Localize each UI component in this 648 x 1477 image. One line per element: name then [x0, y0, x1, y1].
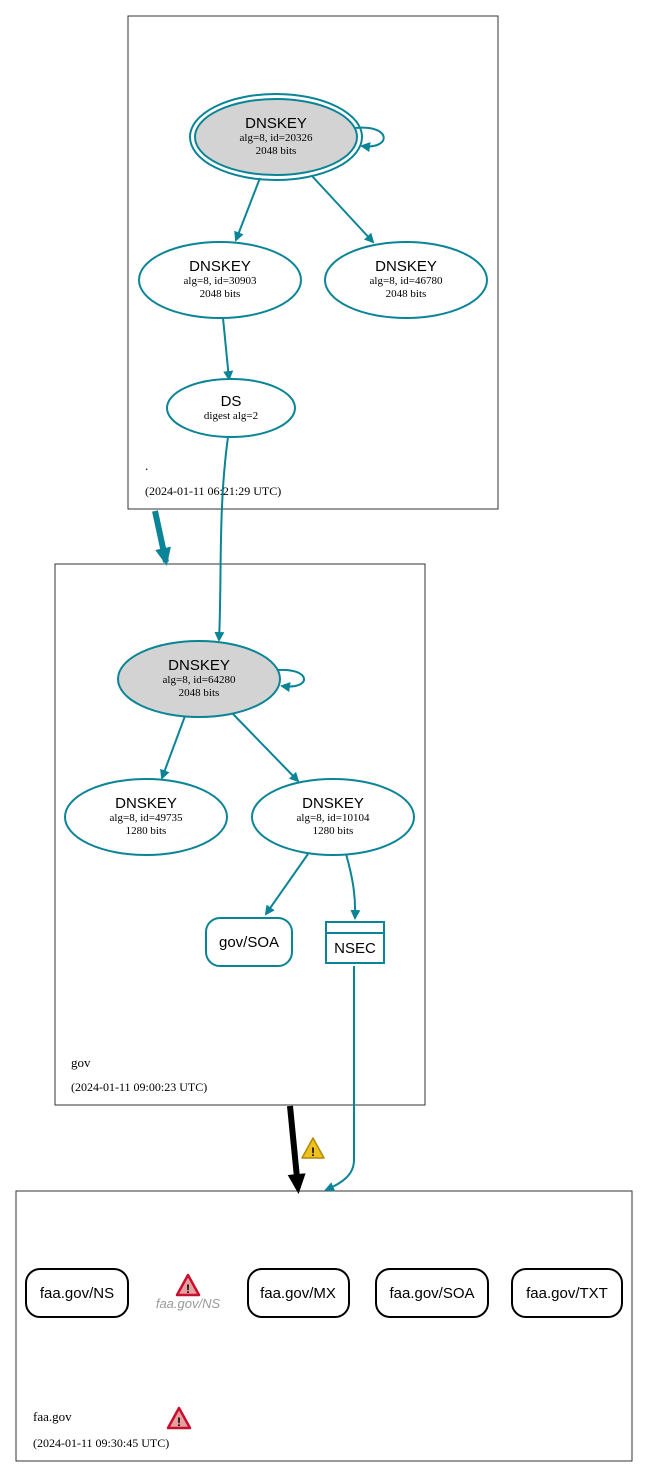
- gov-zsk1-bits: 1280 bits: [126, 825, 167, 837]
- root-ksk-title: DNSKEY: [245, 115, 307, 132]
- edge-gov-ksk-zsk2: [232, 713, 300, 783]
- root-zsk2-bits: 2048 bits: [386, 288, 427, 300]
- gov-zsk2-node[interactable]: DNSKEY alg=8, id=10104 1280 bits: [251, 778, 415, 856]
- zone-faa-name: faa.gov: [33, 1409, 72, 1424]
- gov-zsk2-bits: 1280 bits: [313, 825, 354, 837]
- root-ksk-node[interactable]: DNSKEY alg=8, id=20326 2048 bits: [189, 93, 363, 181]
- gov-nsec-label: NSEC: [334, 940, 376, 957]
- root-zsk2-node[interactable]: DNSKEY alg=8, id=46780 2048 bits: [324, 241, 488, 319]
- root-ds-node[interactable]: DS digest alg=2: [166, 378, 296, 438]
- zone-faa-box: [15, 1190, 633, 1462]
- edge-root-ksk-zsk1: [234, 177, 261, 242]
- faa-soa-label: faa.gov/SOA: [389, 1285, 474, 1302]
- gov-soa-label: gov/SOA: [219, 934, 279, 951]
- gov-zsk2-title: DNSKEY: [302, 795, 364, 812]
- zone-faa-timestamp: (2024-01-11 09:30:45 UTC): [33, 1436, 169, 1450]
- faa-ns-label: faa.gov/NS: [40, 1285, 114, 1302]
- faa-soa-node[interactable]: faa.gov/SOA: [375, 1268, 489, 1318]
- edge-gov-zsk2-soa: [264, 853, 309, 916]
- root-ds-digest: digest alg=2: [204, 410, 258, 422]
- edge-nsec-faa: [324, 966, 355, 1192]
- zone-gov-name: gov: [71, 1055, 91, 1070]
- zone-faa-error-icon[interactable]: !: [166, 1406, 192, 1430]
- delegation-gov-faa: [287, 1105, 306, 1194]
- gov-ksk-title: DNSKEY: [168, 657, 230, 674]
- root-zsk2-title: DNSKEY: [375, 258, 437, 275]
- gov-zsk1-node[interactable]: DNSKEY alg=8, id=49735 1280 bits: [64, 778, 228, 856]
- faa-ns-node[interactable]: faa.gov/NS: [25, 1268, 129, 1318]
- gov-ksk-bits: 2048 bits: [179, 687, 220, 699]
- delegation-root-gov: [152, 510, 171, 566]
- zone-root-name: .: [145, 458, 148, 473]
- svg-text:!: !: [177, 1415, 181, 1429]
- root-zsk1-title: DNSKEY: [189, 258, 251, 275]
- root-zsk2-params: alg=8, id=46780: [370, 275, 443, 287]
- root-ksk-params: alg=8, id=20326: [240, 132, 313, 144]
- svg-text:!: !: [186, 1282, 190, 1296]
- gov-soa-node[interactable]: gov/SOA: [205, 917, 293, 967]
- faa-ns-error-icon: !: [175, 1273, 201, 1297]
- gov-zsk1-params: alg=8, id=49735: [110, 812, 183, 824]
- root-ksk-bits: 2048 bits: [256, 145, 297, 157]
- root-ds-title: DS: [221, 393, 242, 410]
- faa-mx-label: faa.gov/MX: [260, 1285, 336, 1302]
- delegation-warning-icon[interactable]: !: [301, 1137, 325, 1159]
- edge-gov-zsk2-nsec: [345, 853, 361, 920]
- gov-nsec-node[interactable]: NSEC: [325, 921, 385, 964]
- root-zsk1-bits: 2048 bits: [200, 288, 241, 300]
- zone-root-timestamp: (2024-01-11 06:21:29 UTC): [145, 484, 281, 498]
- svg-text:!: !: [311, 1145, 315, 1159]
- faa-ns-error-label: faa.gov/NS: [156, 1296, 221, 1311]
- edge-root-ksk-zsk2: [311, 175, 375, 244]
- edge-gov-ksk-self: [277, 668, 305, 693]
- root-zsk1-params: alg=8, id=30903: [184, 275, 257, 287]
- edge-root-zsk1-ds: [222, 317, 234, 381]
- zone-gov-timestamp: (2024-01-11 09:00:23 UTC): [71, 1080, 207, 1094]
- zone-root-box: [127, 15, 499, 510]
- edge-gov-ksk-zsk1: [160, 715, 186, 780]
- gov-zsk1-title: DNSKEY: [115, 795, 177, 812]
- edge-root-ksk-self: [354, 126, 385, 153]
- faa-txt-node[interactable]: faa.gov/TXT: [511, 1268, 623, 1318]
- zone-gov-box: [54, 563, 426, 1106]
- faa-mx-node[interactable]: faa.gov/MX: [247, 1268, 350, 1318]
- gov-ksk-params: alg=8, id=64280: [163, 674, 236, 686]
- root-zsk1-node[interactable]: DNSKEY alg=8, id=30903 2048 bits: [138, 241, 302, 319]
- faa-txt-label: faa.gov/TXT: [526, 1285, 608, 1302]
- gov-zsk2-params: alg=8, id=10104: [297, 812, 370, 824]
- faa-ns-error-node[interactable]: ! faa.gov/NS: [156, 1273, 221, 1311]
- edge-root-ds-gov-ksk: [214, 436, 229, 642]
- gov-ksk-node[interactable]: DNSKEY alg=8, id=64280 2048 bits: [117, 640, 281, 718]
